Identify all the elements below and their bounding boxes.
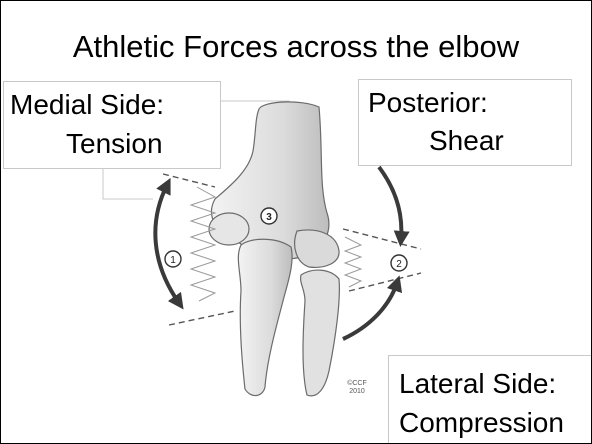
- lateral-side-label: Lateral Side: Compression: [388, 355, 592, 444]
- medial-zigzag: [191, 187, 215, 301]
- medial-dashed-line-top: [163, 174, 215, 187]
- svg-text:1: 1: [170, 255, 176, 266]
- credit-line-1: ©CCF: [337, 380, 377, 388]
- lateral-zigzag: [345, 237, 361, 287]
- medial-side-force: Tension: [66, 126, 163, 162]
- olecranon: [295, 230, 339, 267]
- posterior-force: Shear: [429, 123, 504, 159]
- marker-2: 2: [391, 255, 407, 271]
- lateral-side-heading: Lateral Side:: [399, 366, 556, 402]
- ulna: [238, 239, 292, 395]
- medial-tension-arrow: [155, 185, 179, 303]
- medial-side-label: Medial Side: Tension: [3, 81, 221, 169]
- svg-text:2: 2: [396, 259, 402, 270]
- marker-3: 3: [261, 208, 277, 224]
- medial-side-heading: Medial Side:: [10, 87, 164, 123]
- posterior-heading: Posterior:: [368, 85, 488, 121]
- illustration-credit: ©CCF 2010: [337, 380, 377, 396]
- medial-dashed-line-bottom: [169, 311, 235, 325]
- svg-text:3: 3: [266, 212, 272, 223]
- lateral-dashed-line-top: [343, 229, 421, 249]
- radius: [301, 270, 340, 396]
- lateral-compression-arrow: [343, 283, 397, 339]
- marker-1: 1: [165, 251, 181, 267]
- medial-leader-line-lower: [103, 167, 153, 199]
- posterior-label: Posterior: Shear: [358, 79, 572, 166]
- posterior-shear-arrow: [379, 167, 401, 239]
- lateral-side-force: Compression: [399, 405, 564, 441]
- credit-line-2: 2010: [337, 388, 377, 396]
